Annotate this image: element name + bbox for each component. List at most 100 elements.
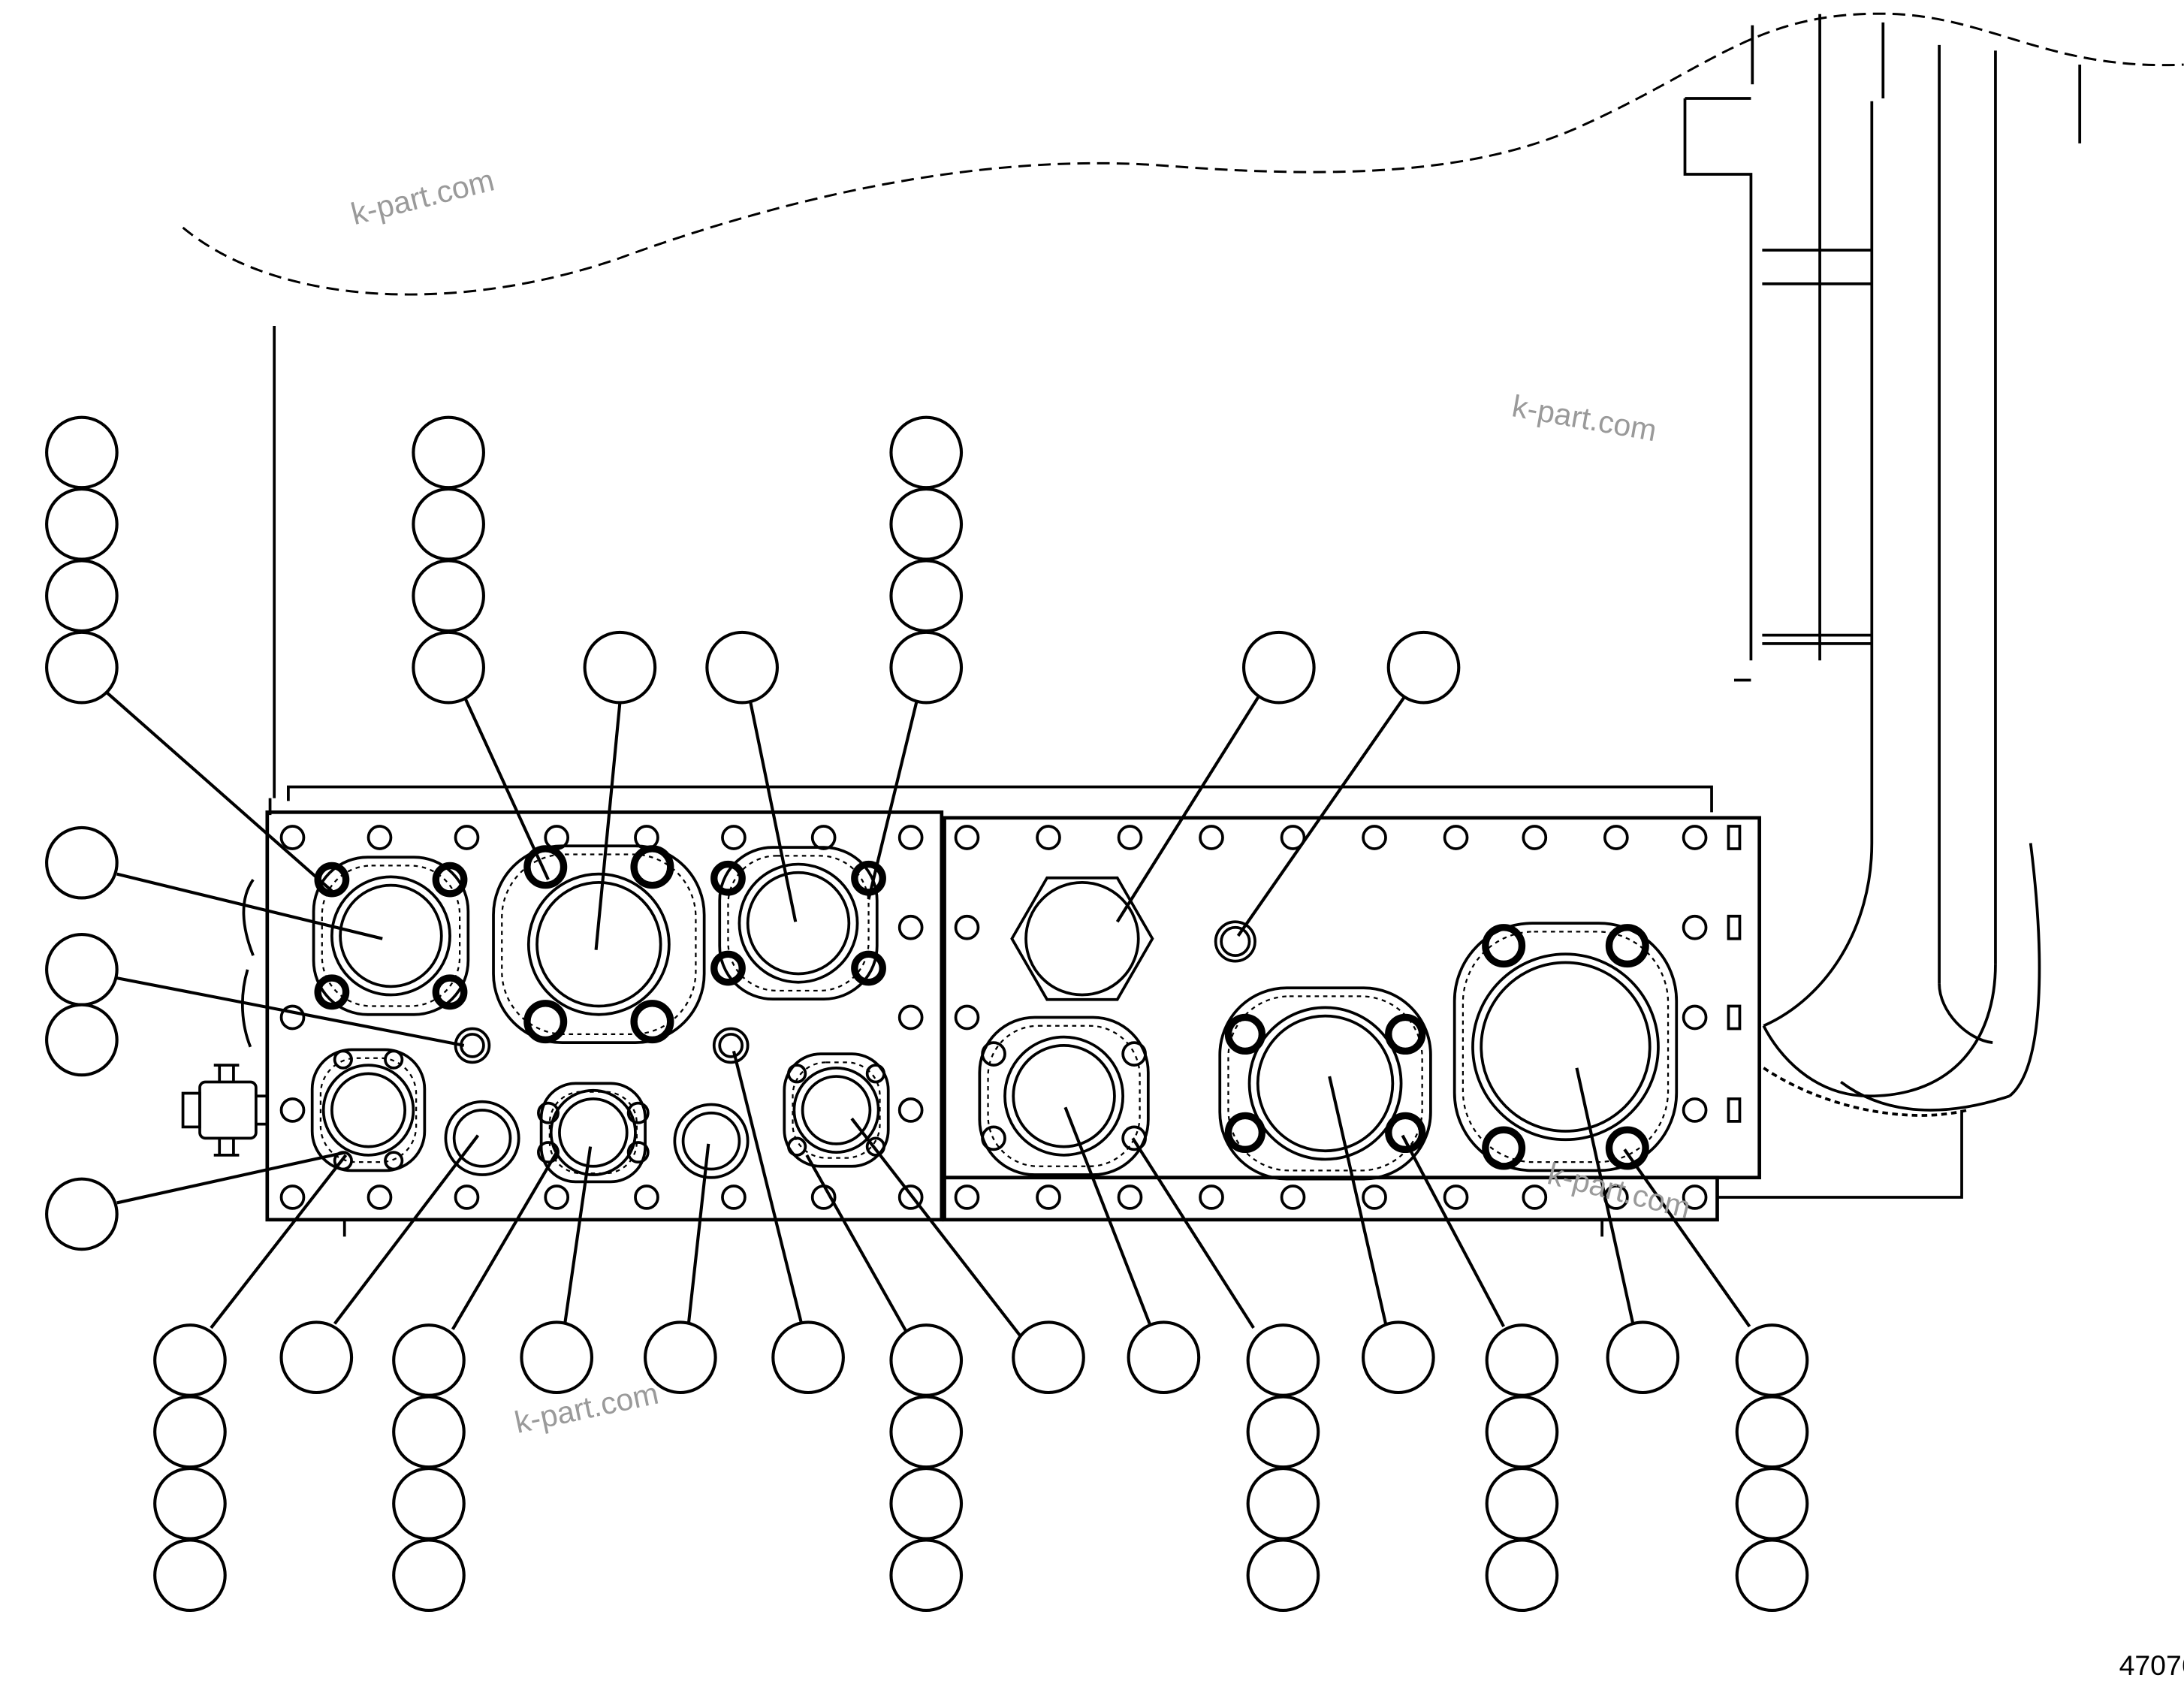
bolt-head — [279, 1004, 306, 1031]
callout-balloon — [45, 559, 119, 633]
leader-line — [1623, 1148, 1751, 1328]
callout-balloon — [771, 1320, 845, 1395]
flange-bolt — [523, 845, 568, 889]
plug-rim — [444, 1100, 520, 1176]
bolt-head — [1036, 1185, 1061, 1210]
gauge-port — [1214, 920, 1256, 963]
bolt-head — [454, 825, 480, 850]
leader-line — [1115, 694, 1261, 923]
watermark: k-part.com — [348, 162, 498, 231]
manifold-block-right — [943, 816, 1761, 1180]
callout-balloon — [45, 487, 119, 561]
callout-balloon — [1606, 1320, 1680, 1395]
leader-line — [594, 702, 622, 950]
leader-line — [462, 695, 550, 880]
leader-line — [805, 1154, 908, 1333]
callout-balloon — [153, 1466, 227, 1541]
callout-balloon — [644, 1320, 717, 1395]
pipe-clamp — [1733, 249, 1872, 682]
flange-port-ring — [792, 1066, 880, 1154]
callout-balloon — [889, 487, 964, 561]
bolt-head — [1117, 1185, 1143, 1210]
leader-line — [451, 1151, 558, 1330]
flange-bolt — [537, 1141, 560, 1164]
callout-balloon — [45, 415, 119, 490]
flange-bolt — [851, 950, 886, 986]
flange-body — [1218, 986, 1432, 1181]
port-plug — [673, 1103, 750, 1179]
bolt-head — [1117, 825, 1143, 850]
flange-inner-edge — [1227, 995, 1423, 1172]
side-lug — [1727, 1004, 1742, 1031]
flange-bolt — [1224, 1112, 1266, 1154]
pipe-inner — [1763, 1067, 1968, 1117]
flange-inner-edge — [501, 853, 697, 1036]
flange-inner-edge — [1462, 931, 1670, 1163]
callout-balloon — [412, 487, 485, 561]
leader-line — [732, 1050, 803, 1323]
fitting-stem — [213, 1064, 267, 1157]
bolt-head — [1280, 1185, 1306, 1210]
flange-bolt — [630, 845, 674, 889]
bolt-head — [544, 1185, 570, 1210]
callout-balloon — [705, 630, 779, 705]
flange-port-ring — [1003, 1035, 1125, 1157]
watermark: k-part.com — [1510, 388, 1659, 448]
side-lug — [1727, 825, 1742, 850]
bolt-head — [367, 1185, 393, 1210]
flange-bolt — [981, 1125, 1006, 1151]
bolt-head — [1443, 1185, 1469, 1210]
bolt-head — [1443, 825, 1469, 850]
callout-balloon — [1127, 1320, 1201, 1395]
flange-port — [558, 1097, 629, 1168]
bolt-head — [897, 1097, 924, 1123]
flange-bolt — [333, 1049, 353, 1070]
pipe-riser — [1683, 14, 2082, 984]
flange-bolt — [384, 1049, 404, 1070]
flange-port-ring — [738, 862, 859, 984]
flange-body — [978, 1016, 1150, 1176]
manifold-block-left — [265, 810, 944, 1222]
figure-number: 47076 — [2119, 1649, 2184, 1681]
flange-port-ring — [1471, 952, 1660, 1142]
bolt-head — [1522, 1185, 1548, 1210]
callout-balloon — [392, 1466, 466, 1541]
leader-line — [687, 1143, 710, 1323]
callout-balloon — [583, 630, 657, 705]
bolt-head — [721, 825, 747, 850]
flange-body — [492, 844, 706, 1045]
leader-line — [116, 872, 383, 940]
bolt-head — [1362, 825, 1387, 850]
break-line-main — [182, 12, 2184, 296]
flange-inner-edge — [727, 855, 870, 992]
bolt-head — [454, 1185, 480, 1210]
bolt-head — [1522, 825, 1548, 850]
flange-bolt — [1121, 1125, 1147, 1151]
flange-bolt — [1482, 924, 1526, 968]
bolt-head — [279, 1097, 306, 1123]
flange-bolt — [314, 974, 350, 1010]
bolt-head — [1362, 1185, 1387, 1210]
callout-balloon — [1735, 1395, 1809, 1469]
callout-balloon — [153, 1538, 227, 1613]
callout-balloon — [889, 1466, 964, 1541]
bolt-head — [1682, 914, 1708, 940]
valve-manifold — [181, 785, 1761, 1237]
flange-port — [339, 883, 443, 988]
plug-rim — [673, 1103, 750, 1179]
callout-balloon — [889, 559, 964, 633]
bolt-head — [897, 1185, 924, 1210]
leader-line — [333, 1134, 480, 1325]
bolt-head — [1682, 1004, 1708, 1031]
leader-line — [1328, 1076, 1388, 1324]
callout-balloon — [889, 1395, 964, 1469]
fitting-body — [198, 1080, 258, 1140]
gauge-port-face — [1220, 925, 1251, 958]
bolt-head — [721, 1185, 747, 1210]
flange-inner-edge — [319, 1057, 418, 1163]
flange-bolt — [1224, 1013, 1266, 1055]
callout-leaders — [106, 691, 1751, 1339]
flange-body — [312, 856, 470, 1016]
callout-balloon — [279, 1320, 354, 1395]
